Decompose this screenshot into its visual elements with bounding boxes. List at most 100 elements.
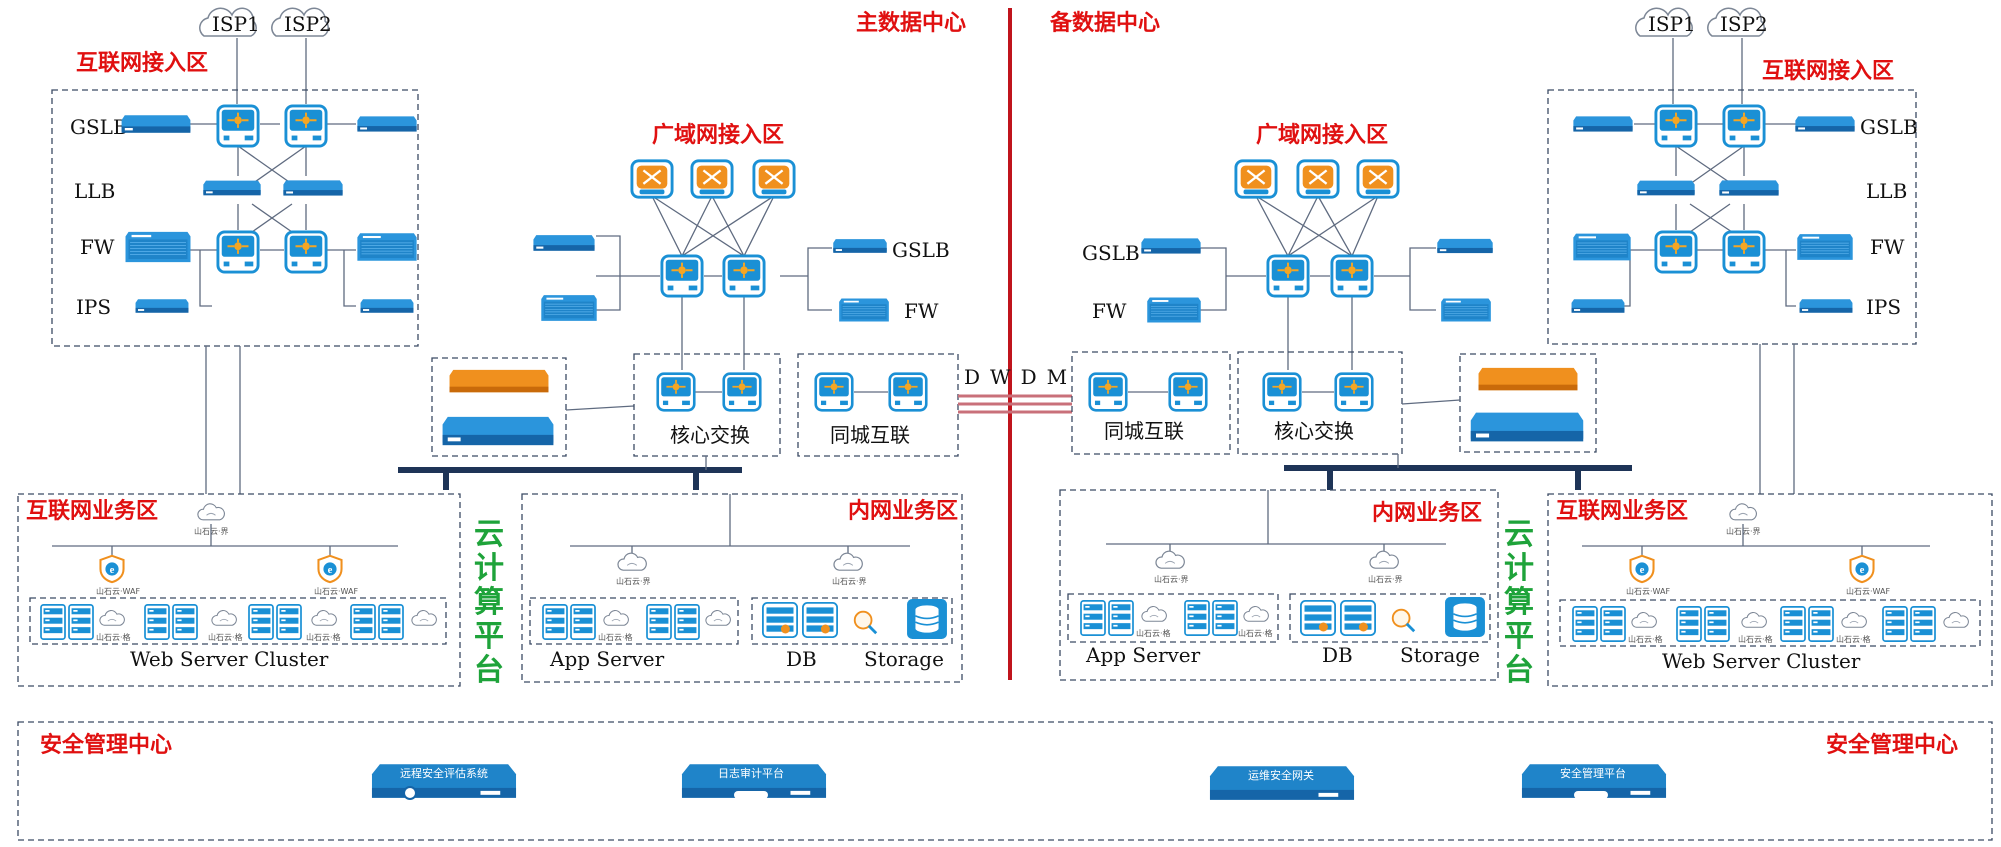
left-core-switch-a (656, 372, 696, 412)
right-fw-label: FW (1870, 235, 1905, 259)
right-app-server-label: App Server (1085, 643, 1201, 667)
svg-text:山石云·格: 山石云·格 (598, 632, 633, 642)
security-management-center: 安全管理中心 安全管理中心 远程安全评估系统 日志审计平台 运维安全网关 安全管… (17, 721, 1993, 841)
primary-dc-title: 主数据中心 (856, 10, 966, 36)
svg-text:山石云·格: 山石云·格 (1738, 634, 1773, 644)
right-app-cloud-icon (1155, 550, 1185, 569)
left-intranet-biz-zone: 内网业务区 山石云·界 山石云·界 山石云·格 App Server DB St… (521, 493, 963, 683)
right-internet-access-zone-title: 互联网接入区 (1762, 59, 1894, 84)
left-app-server-label: App Server (549, 647, 665, 671)
left-storage-label: Storage (864, 647, 944, 671)
right-metro-interconnect-group: 同城互联 (1071, 351, 1231, 455)
svg-text:山石云·格: 山石云·格 (1628, 634, 1663, 644)
security-device-ops-gateway-label: 运维安全网关 (1248, 768, 1314, 782)
right-waf-icon-b (1849, 554, 1875, 584)
right-wan-access-zone: 广域网接入区 GSLB FW (1082, 122, 1493, 370)
right-wan-access-zone-title: 广域网接入区 (1256, 122, 1388, 148)
right-internet-biz-zone-title: 互联网业务区 (1556, 499, 1688, 524)
svg-text:计: 计 (1504, 551, 1534, 586)
left-internet-access-zone: ISP1 ISP2 互联网接入区 GSLB LLB FW IPS (51, 7, 419, 494)
left-metro-switch-b (888, 372, 928, 412)
right-internet-cloud-icon (1729, 503, 1758, 521)
left-db-icon-b (802, 601, 838, 639)
svg-text:山石云·格: 山石云·格 (1836, 634, 1871, 644)
svg-text:山石云·WAF: 山石云·WAF (314, 586, 358, 596)
right-gslb-switch-b (1722, 104, 1766, 148)
svg-text:云: 云 (474, 517, 504, 552)
left-db-icon-a (762, 601, 798, 639)
right-db-label: DB (1322, 643, 1353, 667)
right-gslb-switch-a (1654, 104, 1698, 148)
svg-text:平: 平 (1504, 619, 1534, 654)
right-fw-device-b (1796, 233, 1854, 261)
right-isp2-cloud: ISP2 (1707, 7, 1768, 37)
security-center-title-right: 安全管理中心 (1826, 732, 1958, 758)
right-core-switch-a (1262, 372, 1302, 412)
right-cloud-platform-label: 云 计 算 平 台 (1504, 517, 1534, 688)
left-wan-fw-device (838, 297, 890, 323)
right-wan-device-b (1440, 297, 1492, 323)
left-app-cloud-icon (617, 552, 647, 571)
svg-text:计: 计 (474, 551, 504, 586)
right-gslb-device-b (1795, 116, 1855, 132)
dwdm-label: DWDM (964, 365, 1077, 389)
right-ips-device-a (1571, 299, 1625, 313)
svg-text:云: 云 (1504, 517, 1534, 552)
left-gslb-device-b (357, 116, 417, 132)
svg-text:山石云·界: 山石云·界 (1368, 574, 1403, 584)
left-metro-switch-a (814, 372, 854, 412)
right-metro-switch-b (1168, 372, 1208, 412)
right-metro-switch-a (1088, 372, 1128, 412)
left-isp1-cloud: ISP1 (199, 7, 260, 37)
right-internet-biz-zone: 互联网业务区 山石云·界 山石云·WAF 山石云·WAF 山石云·格 山石云·格… (1547, 493, 1993, 687)
svg-text:山石云·格: 山石云·格 (208, 632, 243, 642)
left-wan-fw-label: FW (904, 299, 939, 323)
right-db-icon-b (1340, 599, 1376, 637)
left-audit-icon (853, 610, 878, 635)
right-waf-icon-a (1629, 554, 1655, 584)
left-wan-router-1 (630, 159, 674, 199)
right-wan-switch-b (1330, 254, 1374, 298)
right-core-switch-b (1334, 372, 1374, 412)
right-wan-router-2 (1296, 159, 1340, 199)
left-wan-device-a (533, 235, 595, 251)
right-storage-label: Storage (1400, 643, 1480, 667)
svg-text:平: 平 (474, 619, 504, 654)
right-wan-router-1 (1234, 159, 1278, 199)
left-isp1-label: ISP1 (212, 12, 260, 36)
svg-text:山石云·界: 山石云·界 (1154, 574, 1189, 584)
security-device-remote-assessment-label: 远程安全评估系统 (400, 766, 488, 780)
left-wan-gslb-label: GSLB (892, 238, 950, 262)
right-internet-access-zone: ISP1 ISP2 互联网接入区 GSLB LLB FW IPS (1547, 7, 1918, 494)
right-intranet-biz-zone: 内网业务区 山石云·界 山石云·界 山石云·格 山石云·格 App Server… (1059, 489, 1499, 681)
right-web-server-row: 山石云·格 山石云·格 山石云·格 (1572, 606, 1969, 644)
right-wan-gslb-label: GSLB (1082, 241, 1140, 265)
backup-dc-title: 备数据中心 (1049, 10, 1160, 36)
right-llb-device-a (1637, 180, 1695, 196)
left-internet-cloud-icon (197, 503, 226, 521)
right-ips-label: IPS (1866, 295, 1901, 319)
left-isp2-cloud: ISP2 (271, 7, 332, 37)
left-wan-access-zone-title: 广域网接入区 (652, 122, 784, 148)
security-device-log-audit-label: 日志审计平台 (718, 766, 784, 780)
svg-text:山石云·格: 山石云·格 (96, 632, 131, 642)
svg-text:台: 台 (474, 653, 504, 688)
left-internet-biz-zone-title: 互联网业务区 (26, 499, 158, 524)
left-web-server-row: 山石云·格 山石云·格 山石云·格 (40, 604, 437, 642)
left-llb-label: LLB (74, 179, 115, 203)
left-cloud-platform-label: 云 计 算 平 台 (474, 517, 504, 688)
right-storage-icon (1444, 596, 1486, 638)
left-wan-access-zone: 广域网接入区 GSLB FW (533, 122, 950, 370)
left-waf-icon-a (99, 554, 125, 584)
right-fw-device-a (1572, 233, 1632, 261)
right-llb-device-b (1719, 180, 1779, 196)
right-fw-switch-b (1722, 230, 1766, 274)
left-wan-device-b (540, 294, 598, 322)
svg-text:山石云·格: 山石云·格 (306, 632, 341, 642)
right-wan-gslb-device (1141, 238, 1201, 254)
svg-text:山石云·界: 山石云·界 (832, 576, 867, 586)
right-web-server-cluster-label: Web Server Cluster (1662, 649, 1861, 673)
right-core-switch-label: 核心交换 (1274, 419, 1354, 443)
left-web-server-cluster-label: Web Server Cluster (130, 647, 329, 671)
left-fw-switch-b (284, 230, 328, 274)
